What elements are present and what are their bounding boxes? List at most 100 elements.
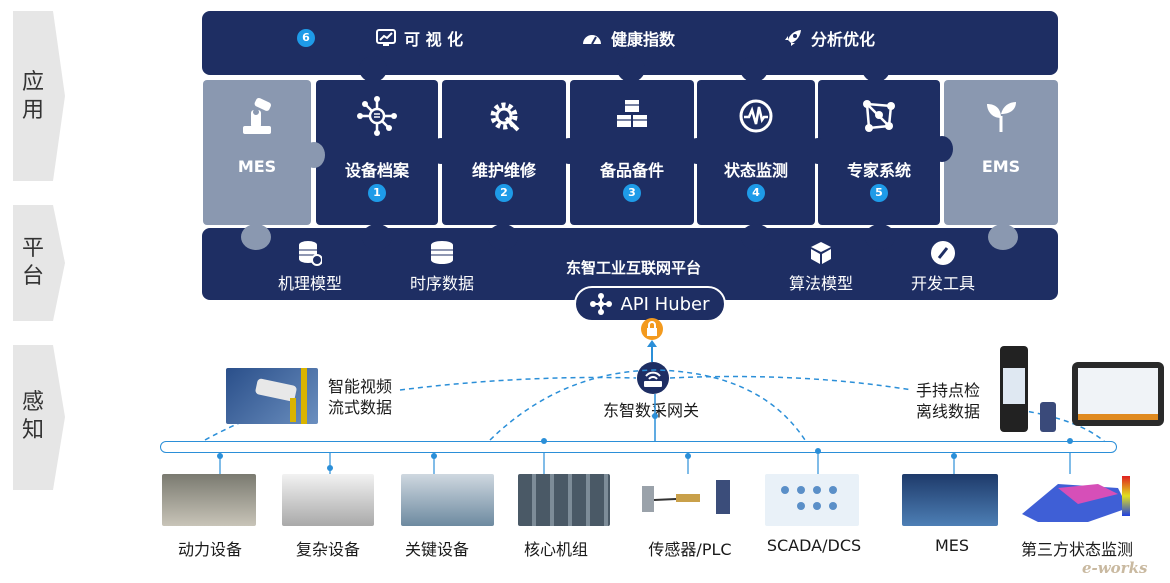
puzzle-knob — [303, 142, 325, 168]
puzzle-knob — [862, 56, 890, 82]
platform-item-time-series[interactable]: 时序数据 — [402, 240, 482, 294]
platform-item-mechanism-model[interactable]: 机理模型 — [270, 240, 350, 294]
app-card-label: EMS — [981, 157, 1021, 176]
boxes-icon — [617, 100, 647, 127]
side-label-text: 感知 — [21, 390, 46, 443]
top-item-health-index[interactable]: 健康指数 — [581, 26, 675, 50]
puzzle-knob — [686, 138, 708, 164]
puzzle-knob — [617, 56, 645, 82]
network-icon — [357, 96, 397, 136]
side-label-text: 应用 — [21, 70, 46, 123]
device-image-power — [162, 474, 256, 526]
api-hub-button[interactable]: API Huber — [574, 286, 726, 322]
chevron-shape — [13, 205, 65, 321]
sensor-probe-image — [1040, 402, 1056, 432]
app-badge: 4 — [747, 184, 765, 202]
leaf-icon — [987, 102, 1016, 132]
app-card-label: 维护维修 — [471, 161, 536, 180]
app-card-label: 备品备件 — [599, 161, 664, 180]
device-image-sensor — [636, 474, 736, 526]
app-badge: 3 — [623, 184, 641, 202]
app-badge: 2 — [495, 184, 513, 202]
rocket-icon — [785, 30, 801, 46]
gateway-label: 东智数采网关 — [603, 401, 700, 420]
gear-wrench-icon — [490, 102, 520, 132]
side-label-text: 平台 — [21, 236, 46, 289]
camera-image — [226, 368, 318, 424]
puzzle-knob — [741, 224, 771, 250]
device-image-key — [401, 474, 494, 526]
top-item-label: 可 视 化 — [404, 30, 464, 49]
top-item-analysis-optimization[interactable]: 分析优化 — [783, 26, 875, 50]
app-badge: 5 — [870, 184, 888, 202]
app-badge: 1 — [368, 184, 386, 202]
puzzle-knob — [359, 56, 387, 82]
platform-item-label: 时序数据 — [409, 274, 474, 293]
handheld-phone-image — [1000, 346, 1028, 432]
app-card-label: 状态监测 — [723, 161, 788, 180]
device-label: MES — [934, 536, 970, 555]
device-image-core-unit — [518, 474, 610, 526]
device-image-mes — [902, 474, 998, 526]
app-card-maintenance[interactable]: 维护维修 2 — [442, 80, 566, 225]
arrow-up-icon — [647, 340, 657, 362]
lock-icon — [641, 318, 663, 340]
device-label: SCADA/DCS — [766, 536, 862, 555]
side-label-perception: 感知 — [13, 345, 65, 490]
tool-icon — [931, 241, 955, 265]
app-card-mes[interactable]: MES — [203, 80, 311, 225]
pulse-icon — [739, 99, 773, 133]
device-label: 核心机组 — [523, 540, 588, 559]
handheld-label: 手持点检 离线数据 — [916, 381, 981, 421]
app-card-equipment-records[interactable]: 设备档案 1 — [316, 80, 438, 225]
chevron-shape — [13, 345, 65, 490]
device-image-complex — [282, 474, 374, 526]
device-label: 关键设备 — [404, 540, 469, 559]
router-icon — [637, 362, 669, 394]
puzzle-knob — [488, 224, 518, 250]
app-card-label: 设备档案 — [344, 161, 409, 180]
top-item-label: 分析优化 — [811, 30, 876, 49]
side-label-platform: 平台 — [13, 205, 65, 321]
app-card-expert-system[interactable]: 专家系统 5 — [818, 80, 940, 225]
puzzle-knob — [931, 136, 953, 162]
robot-arm-icon — [243, 97, 271, 134]
data-bus — [160, 441, 1117, 453]
video-stream-label: 智能视频 流式数据 — [328, 377, 393, 417]
app-card-ems[interactable]: EMS — [944, 80, 1058, 225]
puzzle-knob — [430, 138, 452, 164]
chart-icon — [376, 29, 396, 46]
platform-item-dev-tools[interactable]: 开发工具 — [903, 240, 983, 294]
puzzle-knob — [740, 56, 768, 82]
device-label: 传感器/PLC — [648, 540, 732, 559]
platform-item-label: 算法模型 — [788, 274, 853, 293]
cube-icon — [811, 242, 831, 264]
platform-title: 东智工业互联网平台 — [566, 259, 702, 277]
chevron-shape — [13, 11, 65, 181]
side-label-application: 应用 — [13, 11, 65, 181]
database-icon — [431, 241, 453, 264]
platform-item-label: 机理模型 — [277, 274, 342, 293]
app-card-condition-monitoring[interactable]: 状态监测 4 — [697, 80, 815, 225]
puzzle-knob — [865, 224, 895, 250]
app-card-label: 专家系统 — [846, 161, 911, 180]
badge-6: 6 — [297, 29, 315, 47]
device-image-third-party — [1018, 474, 1136, 526]
puzzle-knob — [362, 224, 392, 250]
device-label: 动力设备 — [177, 540, 242, 559]
puzzle-knob — [988, 224, 1018, 250]
device-label: 第三方状态监测 — [1020, 540, 1133, 559]
platform-item-label: 开发工具 — [910, 274, 975, 293]
app-card-label: MES — [237, 157, 277, 176]
graph-icon — [863, 100, 895, 132]
platform-item-algorithm-model[interactable]: 算法模型 — [781, 240, 861, 294]
gauge-icon — [583, 35, 601, 45]
puzzle-knob — [558, 138, 580, 164]
app-card-spare-parts[interactable]: 备品备件 3 — [570, 80, 694, 225]
device-label: 复杂设备 — [295, 540, 360, 559]
device-image-scada — [765, 474, 859, 526]
tablet-image — [1072, 362, 1164, 426]
top-item-visualization[interactable]: 可 视 化 — [376, 26, 463, 50]
